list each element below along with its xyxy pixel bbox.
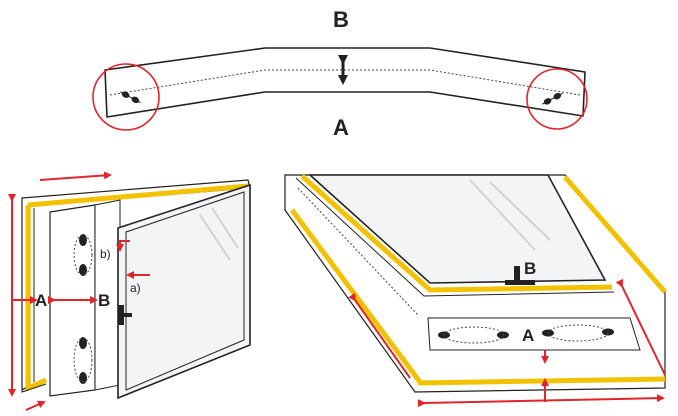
handle-icon xyxy=(118,305,132,325)
label-top-b: B xyxy=(333,7,349,32)
right-label-b: B xyxy=(524,259,536,278)
glass-pane xyxy=(117,183,251,400)
roof-glass xyxy=(307,174,607,284)
top-profile: B A xyxy=(92,7,588,140)
roof-seal-right xyxy=(563,175,667,294)
left-window-figure: A B a) b) xyxy=(8,171,251,411)
handle-icon xyxy=(505,266,535,285)
hinge-circle-icon xyxy=(526,68,588,130)
step-b-label: b) xyxy=(100,247,111,261)
hinge-circle-icon xyxy=(92,63,160,131)
hinge-icon xyxy=(438,324,614,344)
hinge-icon xyxy=(73,234,93,384)
step-a-label: a) xyxy=(130,281,141,295)
hinge-icon xyxy=(542,92,563,105)
frame-seal xyxy=(25,183,249,392)
roof-sash xyxy=(427,317,641,351)
right-window-figure: B A xyxy=(284,174,667,408)
frame-edge xyxy=(21,198,47,393)
hinge-icon xyxy=(120,91,141,104)
glass-inner xyxy=(125,191,245,391)
roof-seal-top xyxy=(300,174,613,293)
profile-outline xyxy=(104,47,586,118)
right-label-a: A xyxy=(522,326,534,345)
left-label-a: A xyxy=(35,291,47,310)
label-top-a: A xyxy=(333,115,349,140)
left-label-b: B xyxy=(98,291,110,310)
